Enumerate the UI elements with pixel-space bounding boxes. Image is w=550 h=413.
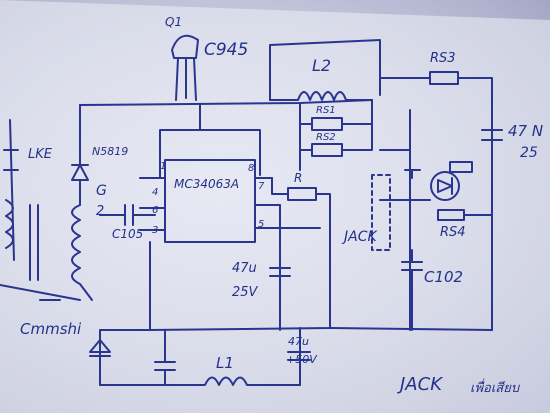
pin-3-label: 3: [152, 225, 159, 236]
cap-47n-rating: 25: [520, 145, 538, 161]
g-pin-label: G: [96, 183, 107, 199]
c102-label: C102: [424, 268, 464, 286]
q1-transistor: [171, 34, 199, 101]
pin-5-label: 5: [258, 219, 265, 230]
rs1-rs2-resistors: [299, 99, 373, 171]
rs3-resistor: [379, 71, 493, 111]
left-label: LKE: [28, 147, 52, 162]
left-edge-sketch: [0, 119, 81, 301]
jack-label: JACK: [344, 229, 377, 245]
jack-dashed-box: [371, 174, 391, 251]
rs2-label: RS2: [316, 132, 336, 143]
cap-47u: [269, 267, 291, 277]
l1-label: L1: [216, 354, 234, 372]
c105-label: C105: [112, 227, 144, 241]
r-resistor: [271, 177, 331, 241]
bottom-jack-note: เพื่อเสียบ: [470, 381, 520, 396]
c102-capacitor: [401, 249, 423, 331]
diode-label: N5819: [92, 145, 129, 158]
cap-out-voltage: +50V: [286, 353, 317, 366]
cap-47n-label: 47 N: [508, 122, 544, 140]
pin-8-label: 8: [248, 163, 255, 174]
bottom-left-label: Cmmshi: [20, 320, 82, 338]
cap-47u-label: 47u: [232, 261, 257, 276]
rs4-label: RS4: [440, 225, 466, 240]
cap-out-label: 47u: [288, 335, 309, 348]
bottom-caps: [154, 329, 311, 386]
ic-mc34063a: [139, 104, 321, 243]
pin-2-label: 2: [96, 204, 105, 219]
bottom-jack-label: JACK: [400, 374, 442, 395]
pin-6-label: 6: [152, 205, 159, 216]
q1-label: Q1: [165, 15, 183, 29]
r-label: R: [294, 171, 303, 185]
pin-4-label: 4: [152, 187, 159, 198]
rs3-label: RS3: [430, 51, 456, 66]
pin-1-label: 1: [160, 161, 167, 172]
bottom-diode: [89, 339, 111, 357]
led-section: [379, 109, 493, 331]
l2-inductor: [269, 39, 381, 101]
pin-7-label: 7: [258, 181, 265, 192]
rs1-label: RS1: [316, 105, 336, 116]
l1-inductor: [99, 109, 493, 386]
ic-label: MC34063A: [174, 177, 240, 191]
cap-47u-voltage: 25V: [232, 285, 258, 300]
transformer-coil: [71, 204, 156, 301]
l2-label: L2: [312, 56, 332, 75]
diode-n5819: [71, 104, 89, 206]
q1-part-label: C945: [204, 40, 249, 60]
